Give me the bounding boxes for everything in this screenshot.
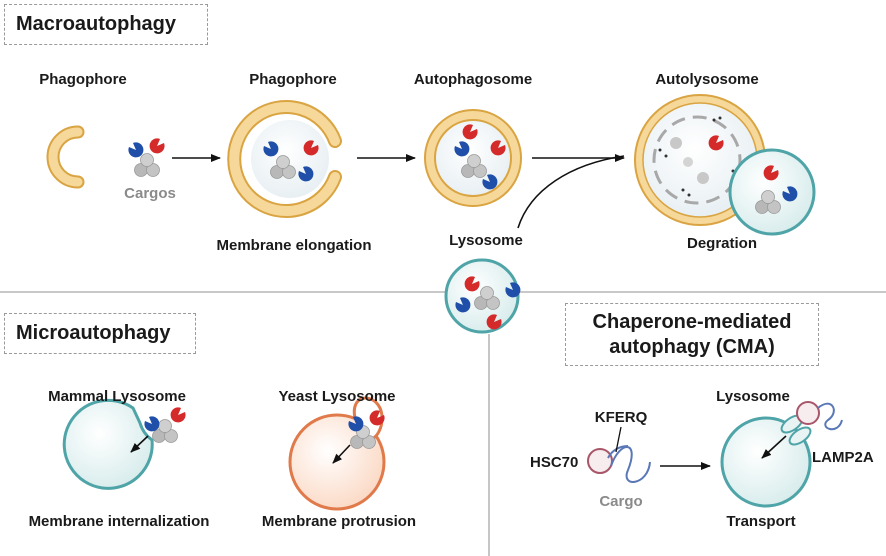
- cargos-icon: [128, 138, 165, 177]
- yeast-lysosome-icon: [288, 396, 386, 511]
- autolysosome-icon: [634, 94, 816, 236]
- macroautophagy-title-box: Macroautophagy: [4, 4, 208, 45]
- label-transport: Transport: [726, 513, 796, 530]
- lysosome-center-icon: [444, 258, 521, 334]
- label-membrane-protrusion: Membrane protrusion: [261, 513, 417, 530]
- mammal-lysosome-icon: [62, 398, 186, 490]
- phagophore-ring-icon: [227, 100, 342, 218]
- cma-title-line2: autophagy (CMA): [609, 336, 775, 358]
- label-cargos: Cargos: [124, 185, 176, 202]
- label-degration: Degration: [686, 235, 758, 252]
- macroautophagy-title: Macroautophagy: [16, 13, 177, 35]
- label-phagophore-1: Phagophore: [39, 71, 127, 88]
- label-lysosome: Lysosome: [449, 232, 523, 249]
- label-membrane-elongation: Membrane elongation: [216, 237, 372, 254]
- autophagosome-icon: [424, 109, 522, 207]
- hsc70-cargo-icon: [587, 426, 651, 483]
- label-lamp2a: LAMP2A: [812, 449, 874, 466]
- cma-title-line1: Chaperone-mediated: [592, 311, 792, 333]
- phagophore-crescent-icon: [46, 125, 85, 189]
- label-cma-lysosome: Lysosome: [716, 388, 790, 405]
- label-mammal-lysosome: Mammal Lysosome: [48, 388, 186, 405]
- microautophagy-title-box: Microautophagy: [4, 313, 196, 354]
- label-cargo: Cargo: [599, 493, 643, 510]
- label-kferq: KFERQ: [594, 409, 648, 426]
- arrow-lysosome-to-autolysosome: [517, 155, 625, 229]
- label-membrane-internalization: Membrane internalization: [28, 513, 210, 530]
- label-hsc70: HSC70: [530, 454, 579, 471]
- label-phagophore-2: Phagophore: [249, 71, 337, 88]
- cma-title-box: Chaperone-mediated autophagy (CMA): [565, 303, 819, 366]
- label-autophagosome: Autophagosome: [413, 71, 533, 88]
- label-autolysosome: Autolysosome: [655, 71, 759, 88]
- microautophagy-title: Microautophagy: [16, 322, 171, 344]
- cma-lysosome-icon: [720, 401, 843, 508]
- label-yeast-lysosome: Yeast Lysosome: [278, 388, 396, 405]
